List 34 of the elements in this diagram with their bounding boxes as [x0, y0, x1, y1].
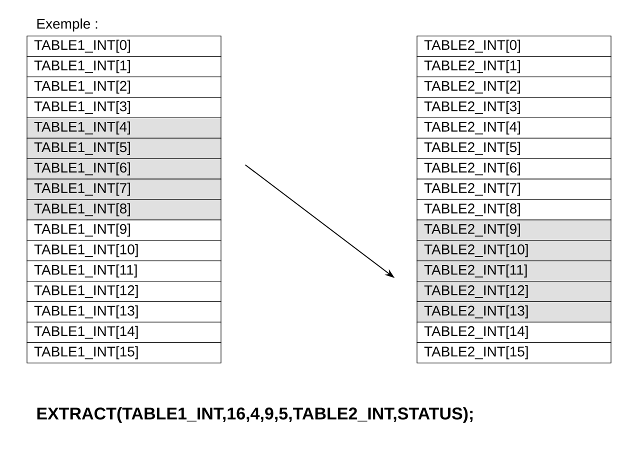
table-cell: TABLE1_INT[8]	[26, 199, 222, 220]
heading: Exemple :	[37, 18, 98, 32]
table-cell: TABLE2_INT[8]	[416, 199, 612, 220]
table-cell: TABLE2_INT[12]	[416, 280, 612, 302]
table-cell: TABLE1_INT[4]	[26, 117, 222, 138]
table-cell: TABLE1_INT[14]	[26, 322, 222, 343]
table-cell: TABLE2_INT[4]	[416, 117, 612, 138]
function-call: EXTRACT(TABLE1_INT,16,4,9,5,TABLE2_INT,STATUS);	[37, 407, 473, 423]
table-cell: TABLE1_INT[5]	[26, 138, 222, 159]
table-cell: TABLE1_INT[0]	[26, 36, 222, 57]
table-cell: TABLE1_INT[15]	[26, 342, 222, 364]
table-cell: TABLE2_INT[0]	[416, 36, 612, 57]
table-cell: TABLE1_INT[10]	[26, 240, 222, 262]
table-cell: TABLE2_INT[10]	[416, 240, 612, 262]
table-cell: TABLE1_INT[3]	[26, 97, 222, 118]
table-cell: TABLE1_INT[12]	[26, 280, 222, 302]
table-cell: TABLE1_INT[2]	[26, 76, 222, 98]
table-cell: TABLE1_INT[1]	[26, 56, 222, 78]
table-cell: TABLE1_INT[9]	[26, 220, 222, 241]
table-cell: TABLE2_INT[1]	[416, 56, 612, 78]
table-cell: TABLE2_INT[5]	[416, 138, 612, 159]
table-cell: TABLE1_INT[7]	[26, 178, 222, 200]
table-cell: TABLE2_INT[6]	[416, 158, 612, 180]
table-cell: TABLE1_INT[13]	[26, 301, 222, 322]
table-cell: TABLE2_INT[3]	[416, 97, 612, 118]
table-cell: TABLE2_INT[7]	[416, 178, 612, 200]
table-cell: TABLE1_INT[6]	[26, 158, 222, 180]
table-cell: TABLE2_INT[11]	[416, 260, 612, 282]
table-cell: TABLE1_INT[11]	[26, 260, 222, 282]
table-cell: TABLE2_INT[2]	[416, 76, 612, 98]
table-cell: TABLE2_INT[13]	[416, 301, 612, 322]
table-cell: TABLE2_INT[14]	[416, 322, 612, 343]
table-cell: TABLE2_INT[15]	[416, 342, 612, 364]
table-cell: TABLE2_INT[9]	[416, 220, 612, 241]
